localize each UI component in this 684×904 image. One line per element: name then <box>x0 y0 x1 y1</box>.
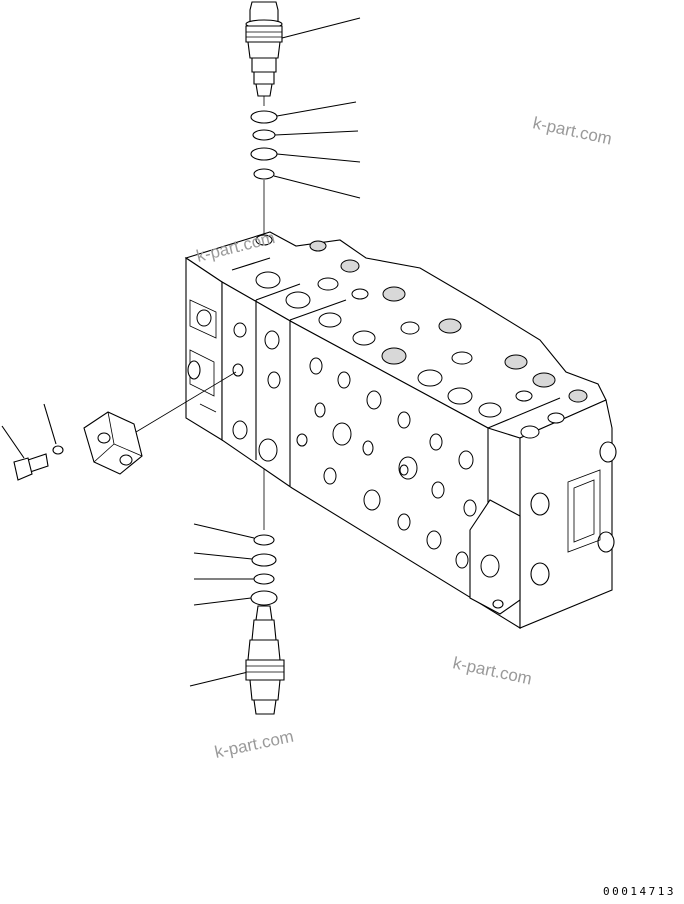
watermark-3: k-part.com <box>451 653 533 688</box>
watermark-4: k-part.com <box>213 727 295 762</box>
bolt-leader-line <box>1 425 25 459</box>
washer-leader-line <box>43 403 57 445</box>
top-leader-lines <box>273 17 361 199</box>
bottom-leader-lines <box>189 523 255 687</box>
top-o-rings <box>250 110 278 180</box>
mounting-bolt <box>13 445 64 481</box>
bottom-valve-cartridge <box>245 605 285 715</box>
flange-axis-line <box>135 371 237 433</box>
flange-cover <box>83 411 143 475</box>
top-valve-cartridge <box>245 1 283 106</box>
watermark-1: k-part.com <box>531 113 613 148</box>
drawing-number: 00014713 <box>603 885 676 898</box>
control-valve-block <box>184 231 617 629</box>
bottom-o-rings <box>250 534 278 606</box>
